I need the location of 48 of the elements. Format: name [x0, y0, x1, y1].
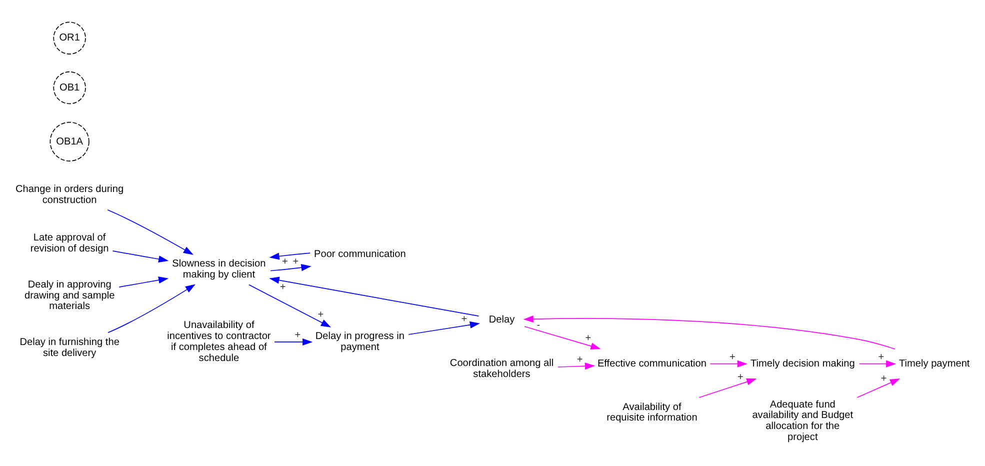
edge-label: + [280, 282, 286, 292]
node-text: Effective communication [597, 358, 707, 369]
node-text: Coordination among all stakeholders [450, 358, 554, 380]
arrow [112, 250, 169, 262]
arrow [710, 360, 748, 367]
node-text: Delay in progress in payment [315, 330, 404, 353]
edge-label: + [292, 256, 299, 267]
arrow [248, 284, 332, 327]
arrow [858, 360, 896, 367]
label: OB1 [59, 82, 80, 93]
edge-label: + [318, 308, 324, 320]
arrow [524, 326, 601, 350]
node-text: Availability of requisite information [606, 401, 698, 424]
arrow [107, 208, 194, 254]
edge-label: + [738, 371, 744, 382]
arrow [558, 362, 596, 370]
arrow [408, 320, 480, 334]
edge-label: + [576, 354, 583, 365]
arrow [269, 252, 310, 260]
edge-label: - [536, 319, 540, 330]
edge-label: + [585, 332, 592, 344]
node-text: Adequate fund availability and Budget allocation for the project [752, 398, 854, 443]
edge-label: + [294, 330, 301, 341]
node-text: Poor communication [314, 248, 406, 260]
node-text: Late approval of revision of design [30, 232, 109, 254]
node-text: Unavailability of incentives to contractor if completes ahead of schedule [167, 320, 271, 364]
label: OR1 [59, 32, 80, 44]
edge-label: + [282, 256, 288, 268]
edge-label: + [729, 352, 736, 363]
node-text: Slowness in decision making by client [172, 258, 266, 280]
arrow [118, 276, 169, 287]
node-text: Delay [488, 314, 515, 326]
arrow [274, 338, 313, 345]
node-text: Timely decision making [750, 358, 855, 369]
arrow [856, 378, 900, 398]
arrow [698, 378, 757, 398]
arrow [270, 264, 312, 271]
edge-label: + [880, 372, 887, 384]
arrow [269, 276, 480, 316]
node-text: Change in orders during construction [16, 183, 124, 206]
node-text: Delay in furnishing the site delivery [20, 336, 120, 358]
node-text: Timely payment [898, 358, 970, 369]
node-text: Dealy in approving drawing and sample materials [24, 278, 115, 312]
edge-label: + [461, 313, 468, 324]
arrow [108, 284, 196, 333]
label: OB1A [56, 136, 84, 147]
edge-label: + [878, 352, 884, 363]
arrow [523, 315, 896, 349]
